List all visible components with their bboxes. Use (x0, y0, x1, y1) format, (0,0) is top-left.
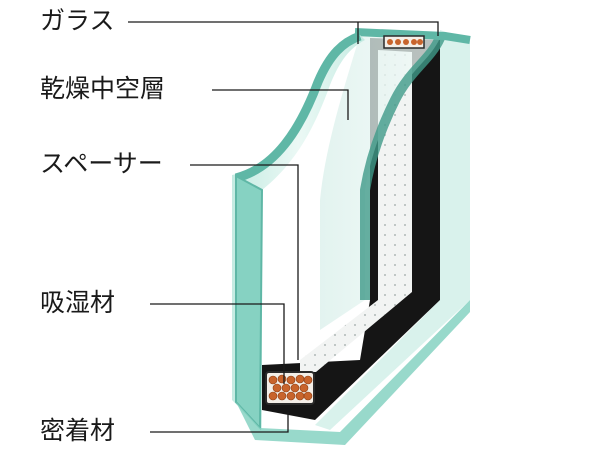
glass-leader (128, 21, 439, 36)
right-side-face (315, 30, 470, 430)
rear-glass-edge (360, 35, 445, 300)
label-glass: ガラス (40, 6, 115, 35)
rear-glass-top-edge (354, 28, 471, 44)
rear-glass-pane (320, 35, 440, 330)
label-spacer: スペーサー (40, 149, 163, 178)
label-desiccant: 吸湿材 (40, 288, 116, 317)
sealant-leader (150, 412, 289, 433)
label-sealant: 密着材 (40, 416, 116, 445)
leader-lines (128, 21, 439, 433)
desiccant-leader (150, 303, 285, 384)
spacer-leader (190, 164, 299, 360)
bottom-glass-edge (236, 300, 470, 445)
dry-air-leader (212, 89, 349, 120)
label-dry-air-layer: 乾燥中空層 (40, 74, 166, 103)
front-glass-side-edge (235, 174, 264, 431)
top-desiccant-beads (387, 39, 423, 45)
